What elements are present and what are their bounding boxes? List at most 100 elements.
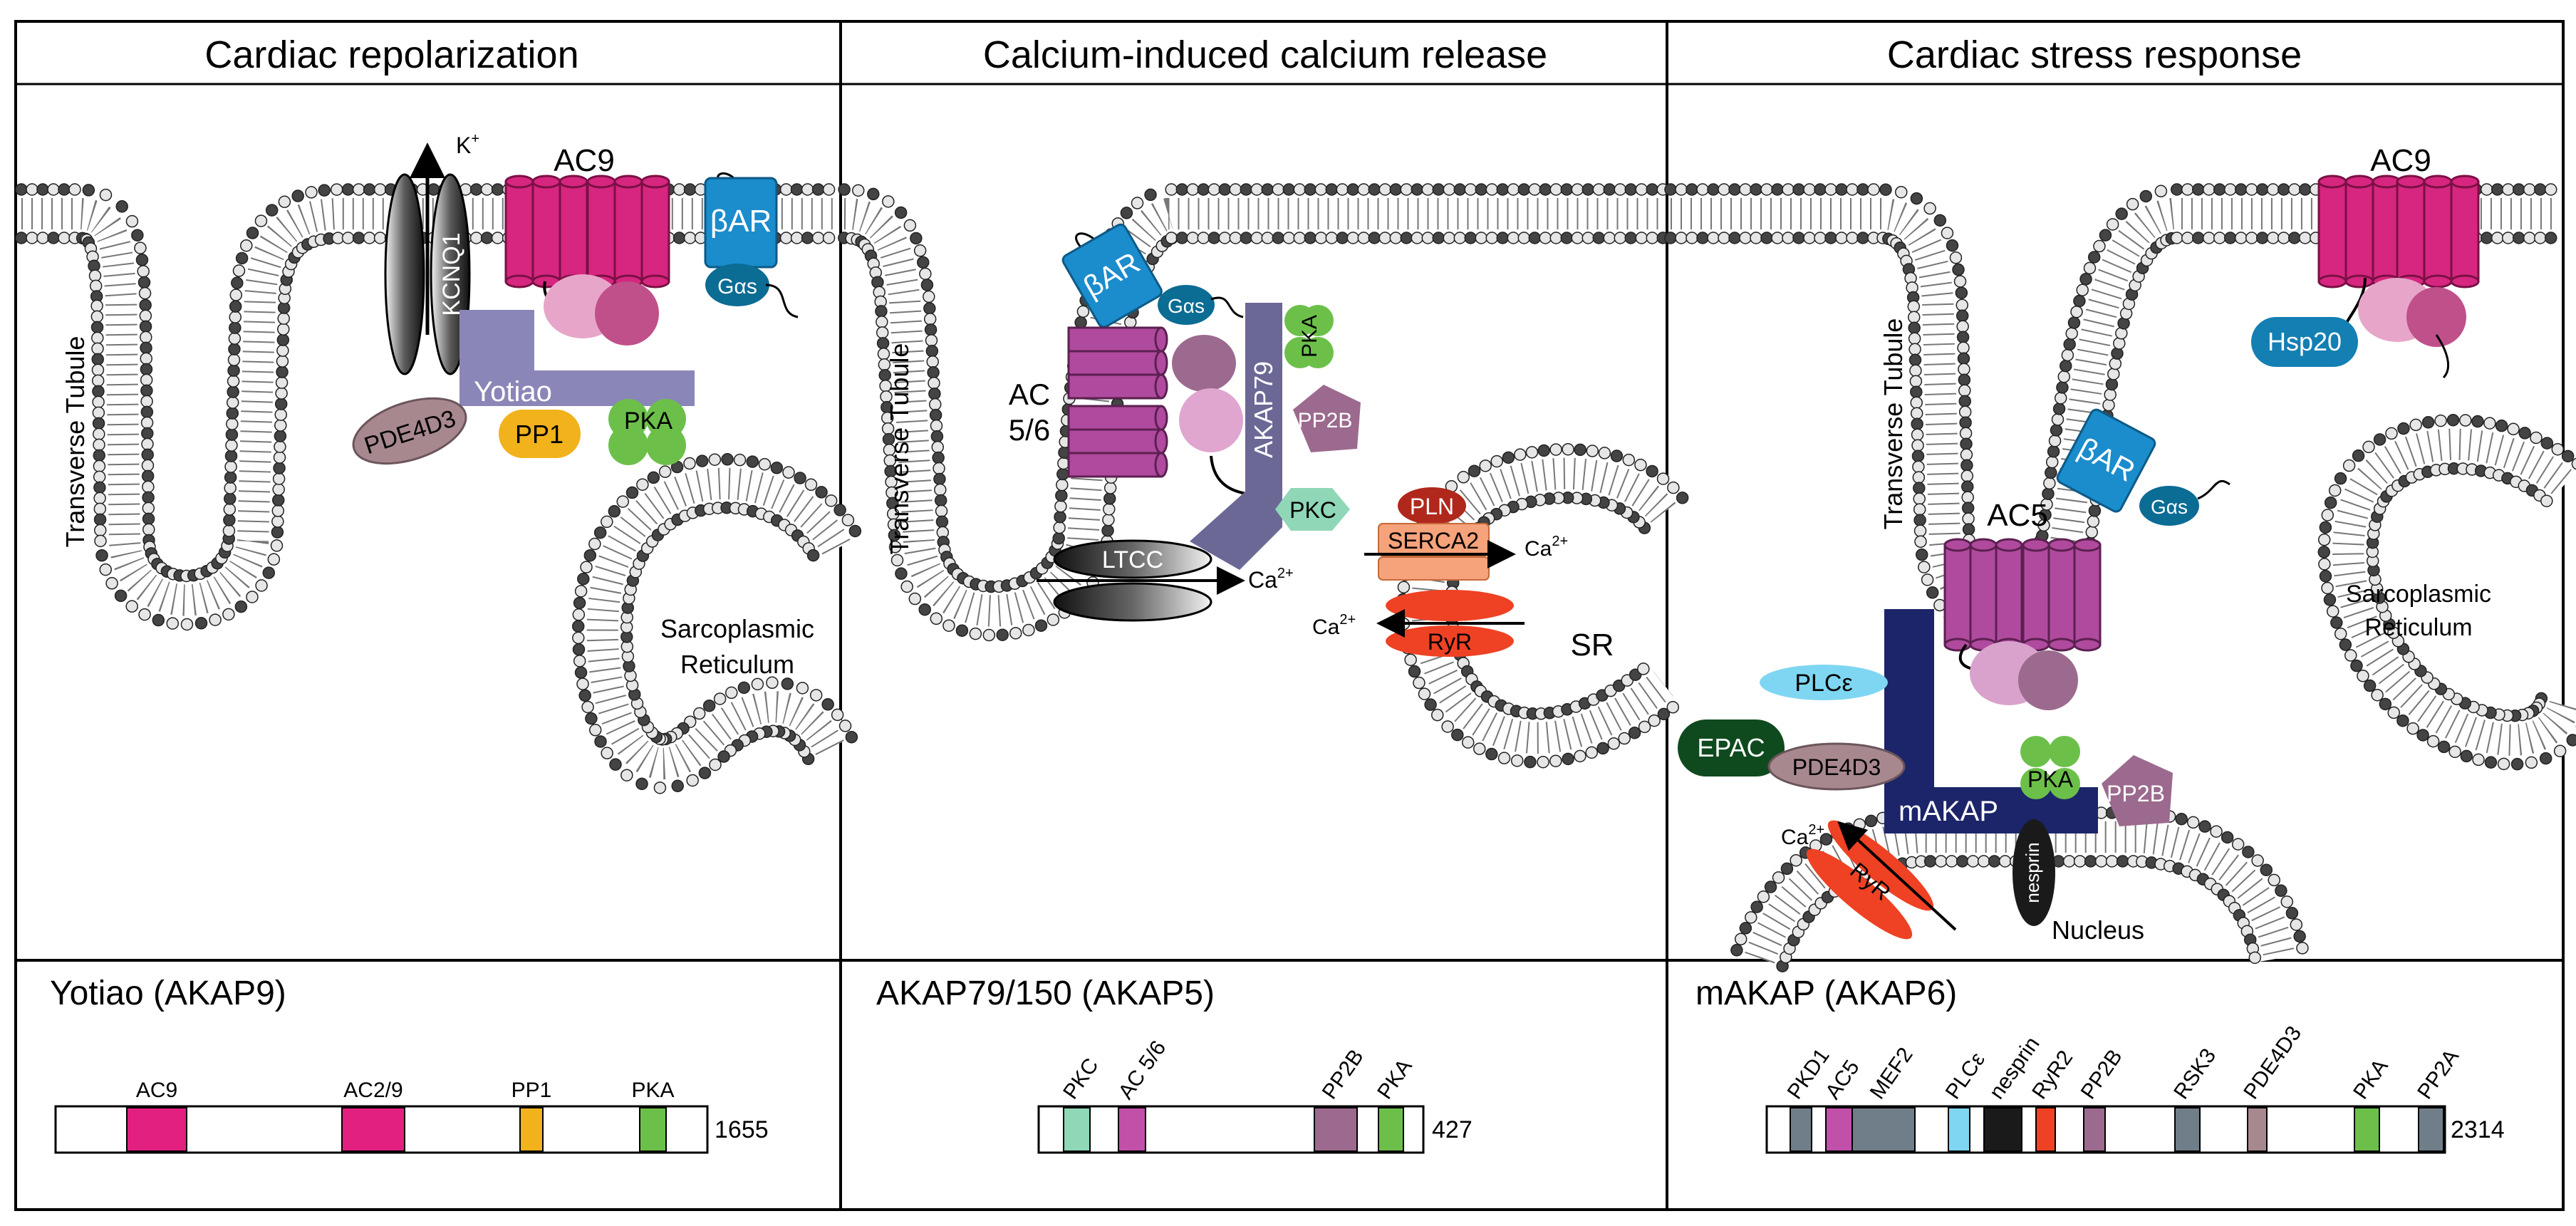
pp2b-label: PP2B — [1298, 409, 1353, 432]
pkc-label: PKC — [1289, 497, 1336, 523]
gas-label: Gαs — [2151, 496, 2188, 518]
domain-mef2 — [1852, 1107, 1916, 1152]
yotiao-label: Yotiao — [474, 376, 552, 407]
kcnq1-label: KCNQ1 — [438, 232, 465, 316]
pln-label: PLN — [1410, 494, 1454, 519]
pln-protein: PLN — [1398, 487, 1466, 524]
akap79-scaffold: AKAP79 — [1190, 303, 1282, 570]
sr-label: SR — [1570, 628, 1614, 663]
domain-rsk3 — [2174, 1107, 2201, 1152]
domain-ac2-9 — [341, 1107, 405, 1152]
gas-label: Gαs — [1168, 295, 1205, 317]
makap-scaffold: mAKAP — [1884, 609, 2098, 833]
domain-ac9 — [126, 1107, 187, 1152]
domain-pde4d3 — [2247, 1107, 2268, 1152]
hsp20-protein: Hsp20 — [2251, 317, 2358, 367]
domain-pp2b — [1314, 1107, 1358, 1152]
domain-label: PP2B — [2077, 1045, 2127, 1103]
serca2-label: SERCA2 — [1388, 528, 1479, 554]
pp2b-phosphatase: PP2B — [2102, 755, 2173, 826]
yotiao-scaffold: Yotiao — [459, 310, 695, 407]
domain-pkc — [1063, 1107, 1091, 1152]
pp1-phosphatase: PP1 — [499, 410, 581, 458]
ac56-label-line2: 5/6 — [1009, 413, 1050, 447]
nesprin-label: nesprin — [2022, 842, 2043, 903]
domain-ryr2 — [2035, 1107, 2056, 1152]
pde4d3-enzyme: PDE4D3 — [1767, 742, 1906, 791]
hsp20-label: Hsp20 — [2268, 327, 2342, 356]
epac-label: EPAC — [1697, 733, 1765, 762]
pp1-label: PP1 — [515, 420, 564, 449]
serca2-pump: SERCA2 Ca2+ — [1364, 523, 1568, 581]
ac9-label: AC9 — [2370, 143, 2431, 178]
domain-ac-5-6 — [1118, 1107, 1146, 1152]
domain-label: PKC — [1059, 1054, 1103, 1103]
pka-label: PKA — [624, 407, 672, 435]
domain-pkd1 — [1790, 1107, 1812, 1152]
domain-map-title: mAKAP (AKAP6) — [1695, 975, 1957, 1012]
domain-plc- — [1948, 1107, 1970, 1152]
ryr-channel: RyR Ca2+ — [1781, 820, 1957, 940]
transverse-tubule-label: Transverse Tubule — [885, 343, 914, 555]
domain-label: MEF2 — [1866, 1044, 1918, 1103]
domain-label: PKA — [631, 1079, 674, 1102]
protein-length: 1655 — [715, 1116, 769, 1143]
pka-kinase: PKA — [608, 399, 686, 465]
domain-pp2b — [2083, 1107, 2106, 1152]
panel-cardiac-stress-response: Transverse Tubule AC9 Hsp20 βAR Gαs AC5 — [1678, 143, 2491, 945]
beta-adrenergic-receptor: βAR Gαs — [2056, 408, 2230, 526]
kcnq1-channel: KCNQ1 K+ — [384, 131, 479, 375]
beta-adrenergic-receptor: βAR Gαs — [1061, 223, 1244, 328]
domain-pp1 — [519, 1107, 544, 1152]
ca-label-serca: Ca2+ — [1525, 534, 1568, 561]
pp2b-phosphatase: PP2B — [1293, 385, 1361, 452]
domain-map-title: AKAP79/150 (AKAP5) — [876, 975, 1215, 1012]
sr-label-line2: Reticulum — [2364, 614, 2472, 641]
ac56-cyclase: AC 5/6 — [1009, 326, 1266, 500]
makap-label: mAKAP — [1899, 796, 1998, 827]
pka-kinase: PKA — [1284, 305, 1334, 368]
pka-kinase: PKA — [2020, 736, 2080, 799]
domain-map-title: Yotiao (AKAP9) — [50, 975, 286, 1012]
ltcc-label: LTCC — [1102, 546, 1163, 573]
domain-label: PKA — [1373, 1055, 1416, 1103]
domain-pka — [1378, 1107, 1404, 1152]
beta-adrenergic-receptor: βAR Gαs — [704, 172, 799, 318]
ac9-cyclase: AC9 — [504, 143, 670, 346]
domain-label: PKA — [2349, 1055, 2392, 1103]
ac5-cyclase: AC5 — [1943, 498, 2102, 710]
protein-bar — [1037, 1105, 1425, 1154]
transverse-tubule-label: Transverse Tubule — [61, 336, 90, 548]
ac9-label: AC9 — [554, 143, 615, 178]
protein-length: 2314 — [2451, 1116, 2505, 1143]
ca-label-ryr: Ca2+ — [1312, 612, 1356, 639]
protein-length: 427 — [1432, 1116, 1473, 1143]
plce-enzyme: PLCε — [1760, 665, 1888, 700]
domain-label: RSK3 — [2169, 1044, 2221, 1103]
epac-protein: EPAC — [1678, 720, 1785, 776]
k-ion-label: K+ — [456, 131, 479, 158]
domain-pp2a — [2418, 1107, 2444, 1152]
panel-calcium-induced-release: Transverse Tubule βAR Gαs AC 5/6 AKAP79 — [885, 223, 1614, 663]
domain-label: PLCε — [1941, 1048, 1990, 1103]
bar-label: βAR — [710, 204, 772, 239]
ac5-label: AC5 — [1987, 498, 2048, 533]
sr-label-line2: Reticulum — [680, 650, 794, 679]
pp2b-label: PP2B — [2107, 781, 2165, 806]
figure-frame — [14, 20, 2565, 1211]
nucleus-label: Nucleus — [2052, 915, 2144, 945]
domain-label: PDE4D3 — [2239, 1022, 2306, 1103]
domain-label: AC9 — [136, 1079, 177, 1102]
domain-label: PP2A — [2413, 1045, 2463, 1103]
domain-pka — [639, 1107, 667, 1152]
domain-label: PP2B — [1318, 1045, 1368, 1103]
sr-label-line1: Sarcoplasmic — [2346, 581, 2491, 608]
ryr-label: RyR — [1428, 629, 1472, 655]
ac56-label-line1: AC — [1009, 378, 1050, 411]
ac9-cyclase: AC9 — [2317, 143, 2480, 379]
panel-title-repolarization: Cardiac repolarization — [204, 33, 578, 76]
pka-label: PKA — [1298, 315, 1321, 358]
